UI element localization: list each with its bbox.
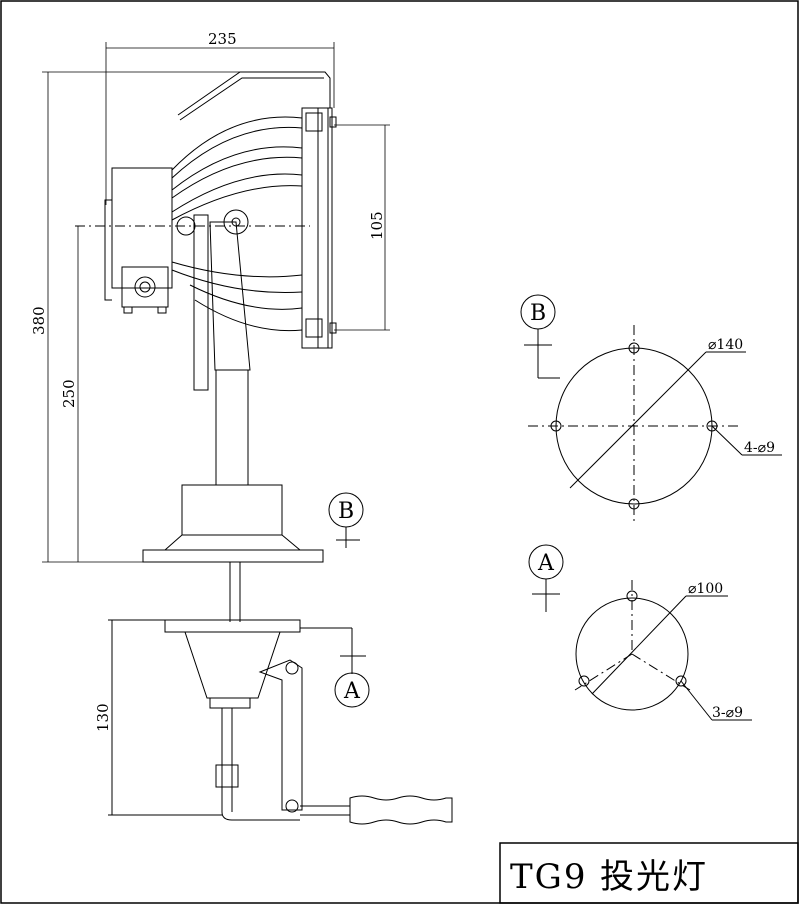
view-a-axis-right bbox=[631, 653, 691, 691]
rod-elbow bbox=[221, 811, 300, 821]
base-flare bbox=[164, 534, 301, 551]
lever-arm bbox=[258, 659, 303, 811]
fin-1b bbox=[171, 126, 303, 179]
title-block-border bbox=[499, 842, 799, 904]
fin-3b bbox=[171, 185, 303, 221]
base-flange bbox=[142, 549, 324, 563]
lever-pivot-bottom bbox=[285, 799, 299, 813]
fin-4b bbox=[171, 269, 303, 293]
bolt-bottom-head bbox=[329, 322, 337, 334]
section-marker-a-circle bbox=[334, 672, 370, 708]
bolt-top bbox=[305, 112, 323, 132]
view-b-hole-left bbox=[550, 420, 562, 432]
pivot-arm-left bbox=[193, 214, 209, 391]
gland-nut-inner bbox=[139, 281, 151, 293]
view-b bbox=[520, 294, 782, 525]
view-a-holes-label: 3-⌀9 bbox=[712, 705, 743, 721]
fin-4 bbox=[171, 261, 303, 278]
rear-cap bbox=[104, 199, 112, 301]
fin-1 bbox=[171, 116, 303, 171]
lamp-head bbox=[75, 71, 337, 622]
pivot-hub bbox=[223, 209, 249, 235]
gland-foot-right bbox=[157, 306, 167, 314]
view-a-letter: A bbox=[537, 551, 555, 576]
view-a-axis-left bbox=[574, 653, 633, 691]
base-assembly bbox=[108, 619, 453, 825]
view-a-diameter-label: ⌀100 bbox=[688, 581, 723, 597]
gland-nut-outer bbox=[134, 276, 156, 298]
base-collar bbox=[181, 484, 283, 536]
view-b-hole-right bbox=[706, 420, 718, 432]
title-block: TG9 投光灯 bbox=[499, 842, 799, 904]
dim-base-label: 130 bbox=[94, 703, 112, 732]
view-b-diameter-label: ⌀140 bbox=[708, 337, 743, 353]
model-label: TG9 bbox=[510, 857, 587, 897]
section-marker-a-letter: A bbox=[343, 679, 361, 704]
rear-housing bbox=[111, 167, 173, 289]
fin-2 bbox=[171, 146, 303, 191]
fin-5 bbox=[189, 284, 303, 310]
view-a-flange-circle bbox=[575, 597, 689, 711]
hood-bracket bbox=[177, 71, 331, 116]
gland-foot-left bbox=[123, 306, 133, 314]
front-rim bbox=[317, 107, 333, 349]
fin-6 bbox=[194, 299, 303, 332]
dim-height-total-label: 380 bbox=[30, 306, 48, 335]
view-a-hole-left bbox=[578, 675, 590, 687]
grip-handle[interactable] bbox=[349, 795, 453, 825]
fin-2b bbox=[171, 156, 303, 199]
dim-reflector-label: 105 bbox=[368, 211, 386, 240]
main-dimensions bbox=[42, 42, 390, 563]
bolt-top-head bbox=[329, 116, 337, 128]
view-a-diameter-leader bbox=[591, 595, 687, 695]
view-b-diameter-leader bbox=[569, 351, 707, 489]
section-marker-a bbox=[300, 627, 370, 708]
section-marker-b bbox=[328, 492, 364, 548]
fin-3 bbox=[171, 173, 303, 213]
dim-width-label: 235 bbox=[208, 30, 237, 48]
view-b-letter: B bbox=[530, 301, 546, 326]
bolt-bottom bbox=[305, 318, 323, 338]
view-a-holes-leader bbox=[680, 680, 713, 721]
view-b-holes-label: 4-⌀9 bbox=[744, 440, 775, 456]
view-b-holes-leader bbox=[711, 425, 743, 456]
cone-housing bbox=[184, 631, 281, 699]
pole bbox=[215, 369, 249, 486]
rod-coupling bbox=[215, 764, 239, 788]
dim-height-mid-label: 250 bbox=[60, 379, 78, 408]
lower-flange bbox=[164, 619, 301, 633]
section-marker-b-letter: B bbox=[338, 499, 354, 524]
product-name-label: 投光灯 bbox=[600, 857, 708, 897]
front-frame bbox=[301, 107, 329, 349]
view-a-hole-top bbox=[626, 590, 638, 602]
hood-bracket-inner bbox=[179, 77, 324, 121]
lever-pivot-top bbox=[285, 661, 299, 675]
view-b-hole-bottom bbox=[628, 498, 640, 510]
pivot-arm-right bbox=[209, 221, 251, 371]
view-a-hole-right bbox=[675, 675, 687, 687]
cable-gland bbox=[121, 266, 169, 308]
view-a bbox=[528, 544, 752, 721]
cone-ring bbox=[209, 697, 251, 709]
view-b-hole-top bbox=[628, 342, 640, 354]
